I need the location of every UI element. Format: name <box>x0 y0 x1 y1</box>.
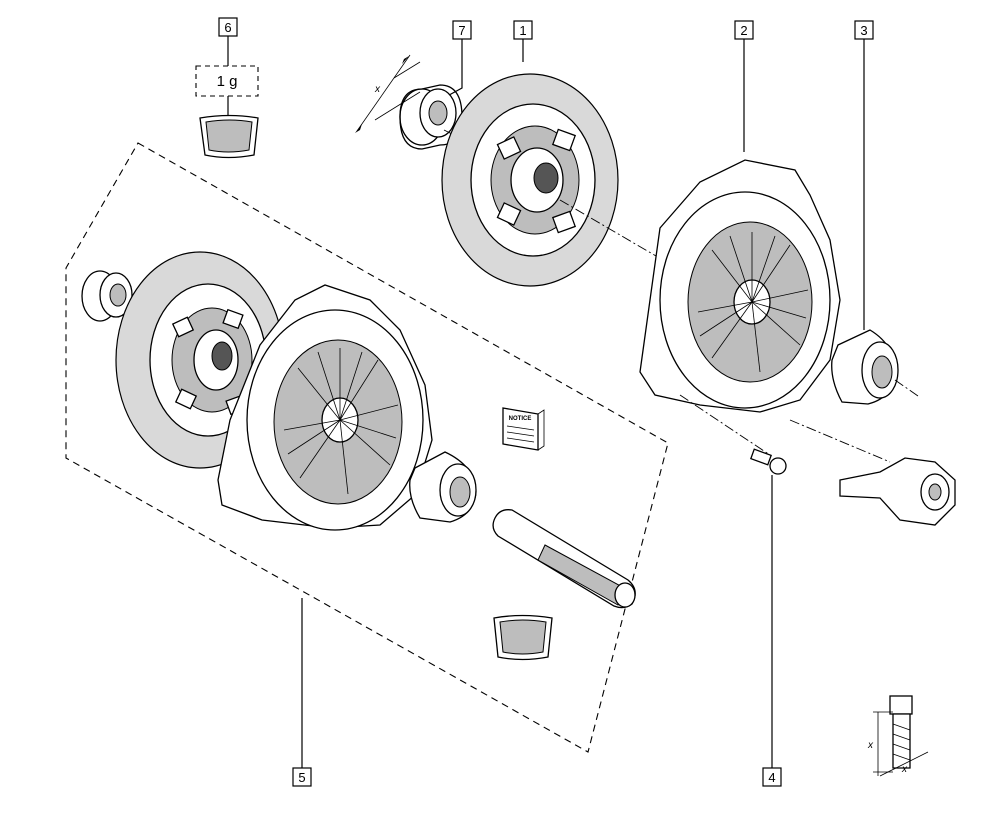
kit-spacer-ring <box>81 270 133 322</box>
svg-text:x: x <box>867 740 874 751</box>
kit-pressure-plate <box>217 284 433 531</box>
svg-text:6: 6 <box>224 20 231 35</box>
notice-booklet: NOTICE <box>502 407 545 451</box>
kit-grease-sachet-icon <box>493 614 553 661</box>
svg-text:x: x <box>374 84 381 95</box>
pressure-plate <box>639 159 841 413</box>
callout-1[interactable]: 1 <box>513 20 533 40</box>
svg-text:5: 5 <box>298 770 305 785</box>
callout-7[interactable]: 7 <box>452 20 472 40</box>
bolt <box>749 448 787 475</box>
callout-3[interactable]: 3 <box>854 20 874 40</box>
kit-clutch-disc <box>115 251 285 469</box>
svg-text:2: 2 <box>740 23 747 38</box>
kit-release-bearing <box>409 451 477 523</box>
svg-text:NOTICE: NOTICE <box>509 416 532 422</box>
grease-sachet-icon <box>199 114 259 159</box>
svg-text:1 g: 1 g <box>217 73 238 90</box>
callout-6[interactable]: 6 <box>218 17 238 37</box>
svg-text:3: 3 <box>860 23 867 38</box>
spacer-ring <box>399 84 463 150</box>
svg-text:4: 4 <box>768 770 775 785</box>
svg-text:x: x <box>901 764 908 775</box>
release-bearing <box>831 329 899 405</box>
clutch-disc <box>441 73 619 287</box>
release-fork <box>839 457 956 526</box>
bolt-dimension-detail: x x <box>867 695 929 777</box>
ring-dimension: x <box>355 54 421 133</box>
centering-tool <box>492 509 636 609</box>
kit-outline-dashed <box>65 142 669 753</box>
callout-5[interactable]: 5 <box>292 767 312 787</box>
svg-text:1: 1 <box>519 23 526 38</box>
svg-text:7: 7 <box>458 23 465 38</box>
callout-2[interactable]: 2 <box>734 20 754 40</box>
grease-quantity-box: 1 g <box>195 65 259 97</box>
callout-4[interactable]: 4 <box>762 767 782 787</box>
